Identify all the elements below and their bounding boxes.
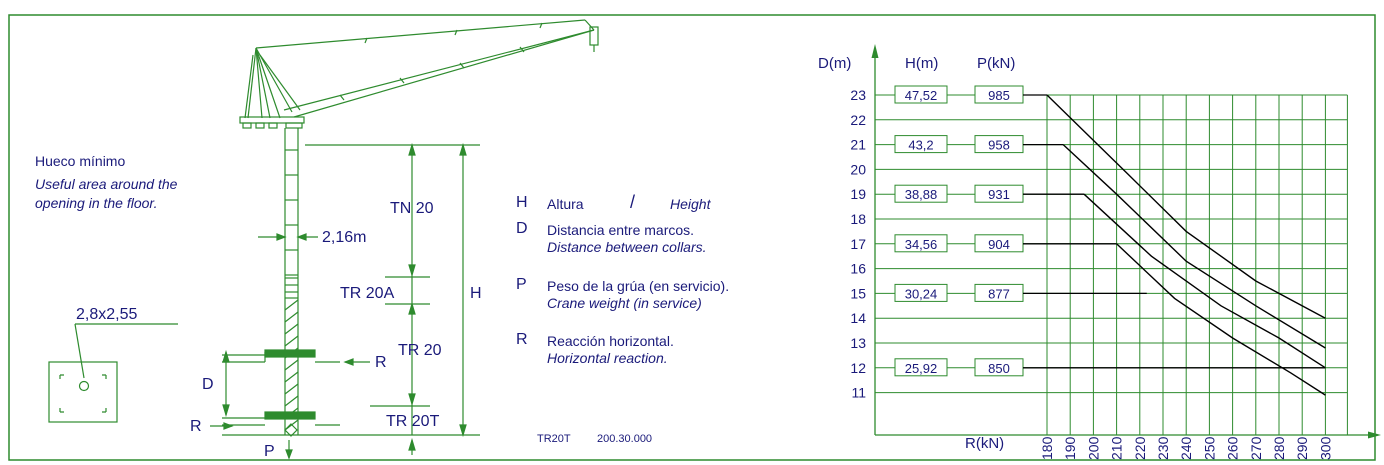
chart: D(m) H(m) P(kN) R(kN) 23 22 21 20 19 18 17 16 15 14 13…	[818, 44, 1381, 460]
legend-en-H: Height	[670, 196, 711, 212]
legend-es-H: Altura	[547, 196, 584, 212]
y-tick-label: 22	[850, 112, 866, 128]
x-tick-label: 260	[1225, 436, 1241, 460]
x-tick-label: 230	[1155, 436, 1171, 460]
opening-dims-label: 2,8x2,55	[76, 306, 137, 323]
series-curve	[1116, 243, 1326, 396]
outer-border	[8, 14, 1376, 461]
legend-key-P: P	[516, 276, 527, 293]
row-value-H: 43,2	[908, 138, 933, 153]
crane-drawing	[48, 19, 599, 460]
x-tick-label: 210	[1109, 436, 1125, 460]
y-tick-label: 12	[850, 360, 866, 376]
section-tr20: TR 20	[398, 342, 442, 359]
row-box-H	[894, 358, 948, 377]
distance-D-label: D	[202, 376, 214, 393]
row-value-P: 877	[988, 286, 1010, 301]
series-curve	[1062, 144, 1326, 349]
legend-en-R: Horizontal reaction.	[547, 350, 668, 366]
y-tick-label: 13	[850, 335, 866, 351]
y-tick-label: 15	[850, 285, 866, 301]
section-tr20a: TR 20A	[340, 285, 395, 302]
row-value-P: 985	[988, 88, 1010, 103]
crane-jib	[255, 19, 599, 118]
collars	[222, 349, 480, 436]
row-value-H: 25,92	[905, 361, 938, 376]
x-axis-label: R(kN)	[965, 435, 1004, 452]
row-box-H	[894, 283, 948, 302]
section-tn20: TN 20	[390, 200, 434, 217]
series-curve	[1083, 193, 1326, 369]
row-value-H: 38,88	[905, 187, 938, 202]
row-box-H	[894, 234, 948, 253]
footer-code: 200.30.000	[597, 433, 653, 445]
row-value-P: 904	[988, 237, 1010, 252]
y-tick-label: 20	[850, 161, 866, 177]
x-tick-label: 250	[1201, 436, 1217, 460]
row-box-H	[894, 85, 948, 104]
x-tick-label: 300	[1317, 436, 1333, 460]
series-curve	[1046, 94, 1326, 319]
row-value-P: 958	[988, 138, 1010, 153]
col-header-P: P(kN)	[977, 55, 1015, 72]
crane-mast	[284, 128, 299, 437]
x-tick-label: 290	[1294, 436, 1310, 460]
x-tick-label: 180	[1039, 436, 1055, 460]
legend-key-D: D	[516, 220, 528, 237]
y-tick-label: 14	[850, 310, 866, 326]
legend-en-D: Distance between collars.	[547, 239, 707, 255]
x-tick-label: 220	[1132, 436, 1148, 460]
legend-es-R: Reacción horizontal.	[547, 333, 674, 349]
legend-key-R: R	[516, 331, 528, 348]
opening-title-es: Hueco mínimo	[35, 153, 126, 169]
crane-counter-jib	[239, 47, 305, 129]
y-axis-label: D(m)	[818, 55, 851, 72]
legend-sep-H: /	[630, 192, 636, 212]
row-value-P: 850	[988, 361, 1010, 376]
opening-title-en-1: Useful area around the	[35, 176, 178, 192]
legend-en-P: Crane weight (in service)	[547, 295, 702, 311]
x-axis-arrow	[1368, 431, 1381, 439]
y-tick-label: 23	[850, 87, 866, 103]
reaction-R-top: R	[375, 354, 387, 371]
opening-title-en-2: opening in the floor.	[35, 195, 158, 211]
height-H-label: H	[470, 285, 482, 302]
row-box-H	[894, 135, 948, 154]
weight-P-label: P	[264, 443, 275, 460]
col-header-H: H(m)	[905, 55, 938, 72]
reaction-R-bottom: R	[190, 418, 202, 435]
row-value-P: 931	[988, 187, 1010, 202]
y-tick-label: 11	[851, 385, 866, 401]
row-box-H	[894, 184, 948, 203]
legend-es-P: Peso de la grúa (en servicio).	[547, 278, 730, 294]
y-tick-label: 16	[850, 261, 866, 277]
x-tick-label: 190	[1062, 436, 1078, 460]
legend-es-D: Distancia entre marcos.	[547, 222, 695, 238]
legend-key-H: H	[516, 194, 528, 211]
x-tick-label: 240	[1178, 436, 1194, 460]
y-tick-label: 19	[850, 186, 866, 202]
section-dimensions	[210, 142, 480, 460]
section-tr20t: TR 20T	[386, 413, 440, 430]
y-tick-label: 17	[850, 236, 866, 252]
row-value-H: 34,56	[905, 237, 938, 252]
footer-model: TR20T	[537, 433, 571, 445]
row-value-H: 47,52	[905, 88, 938, 103]
y-tick-label: 21	[850, 137, 866, 153]
width-label: 2,16m	[322, 229, 366, 246]
x-tick-label: 270	[1248, 436, 1264, 460]
x-tick-label: 200	[1085, 436, 1101, 460]
x-tick-label: 280	[1271, 436, 1287, 460]
row-value-H: 30,24	[905, 286, 938, 301]
y-tick-label: 18	[850, 211, 866, 227]
y-axis-arrow	[871, 44, 879, 58]
opening-plan	[48, 323, 178, 423]
width-dimension	[258, 233, 318, 241]
